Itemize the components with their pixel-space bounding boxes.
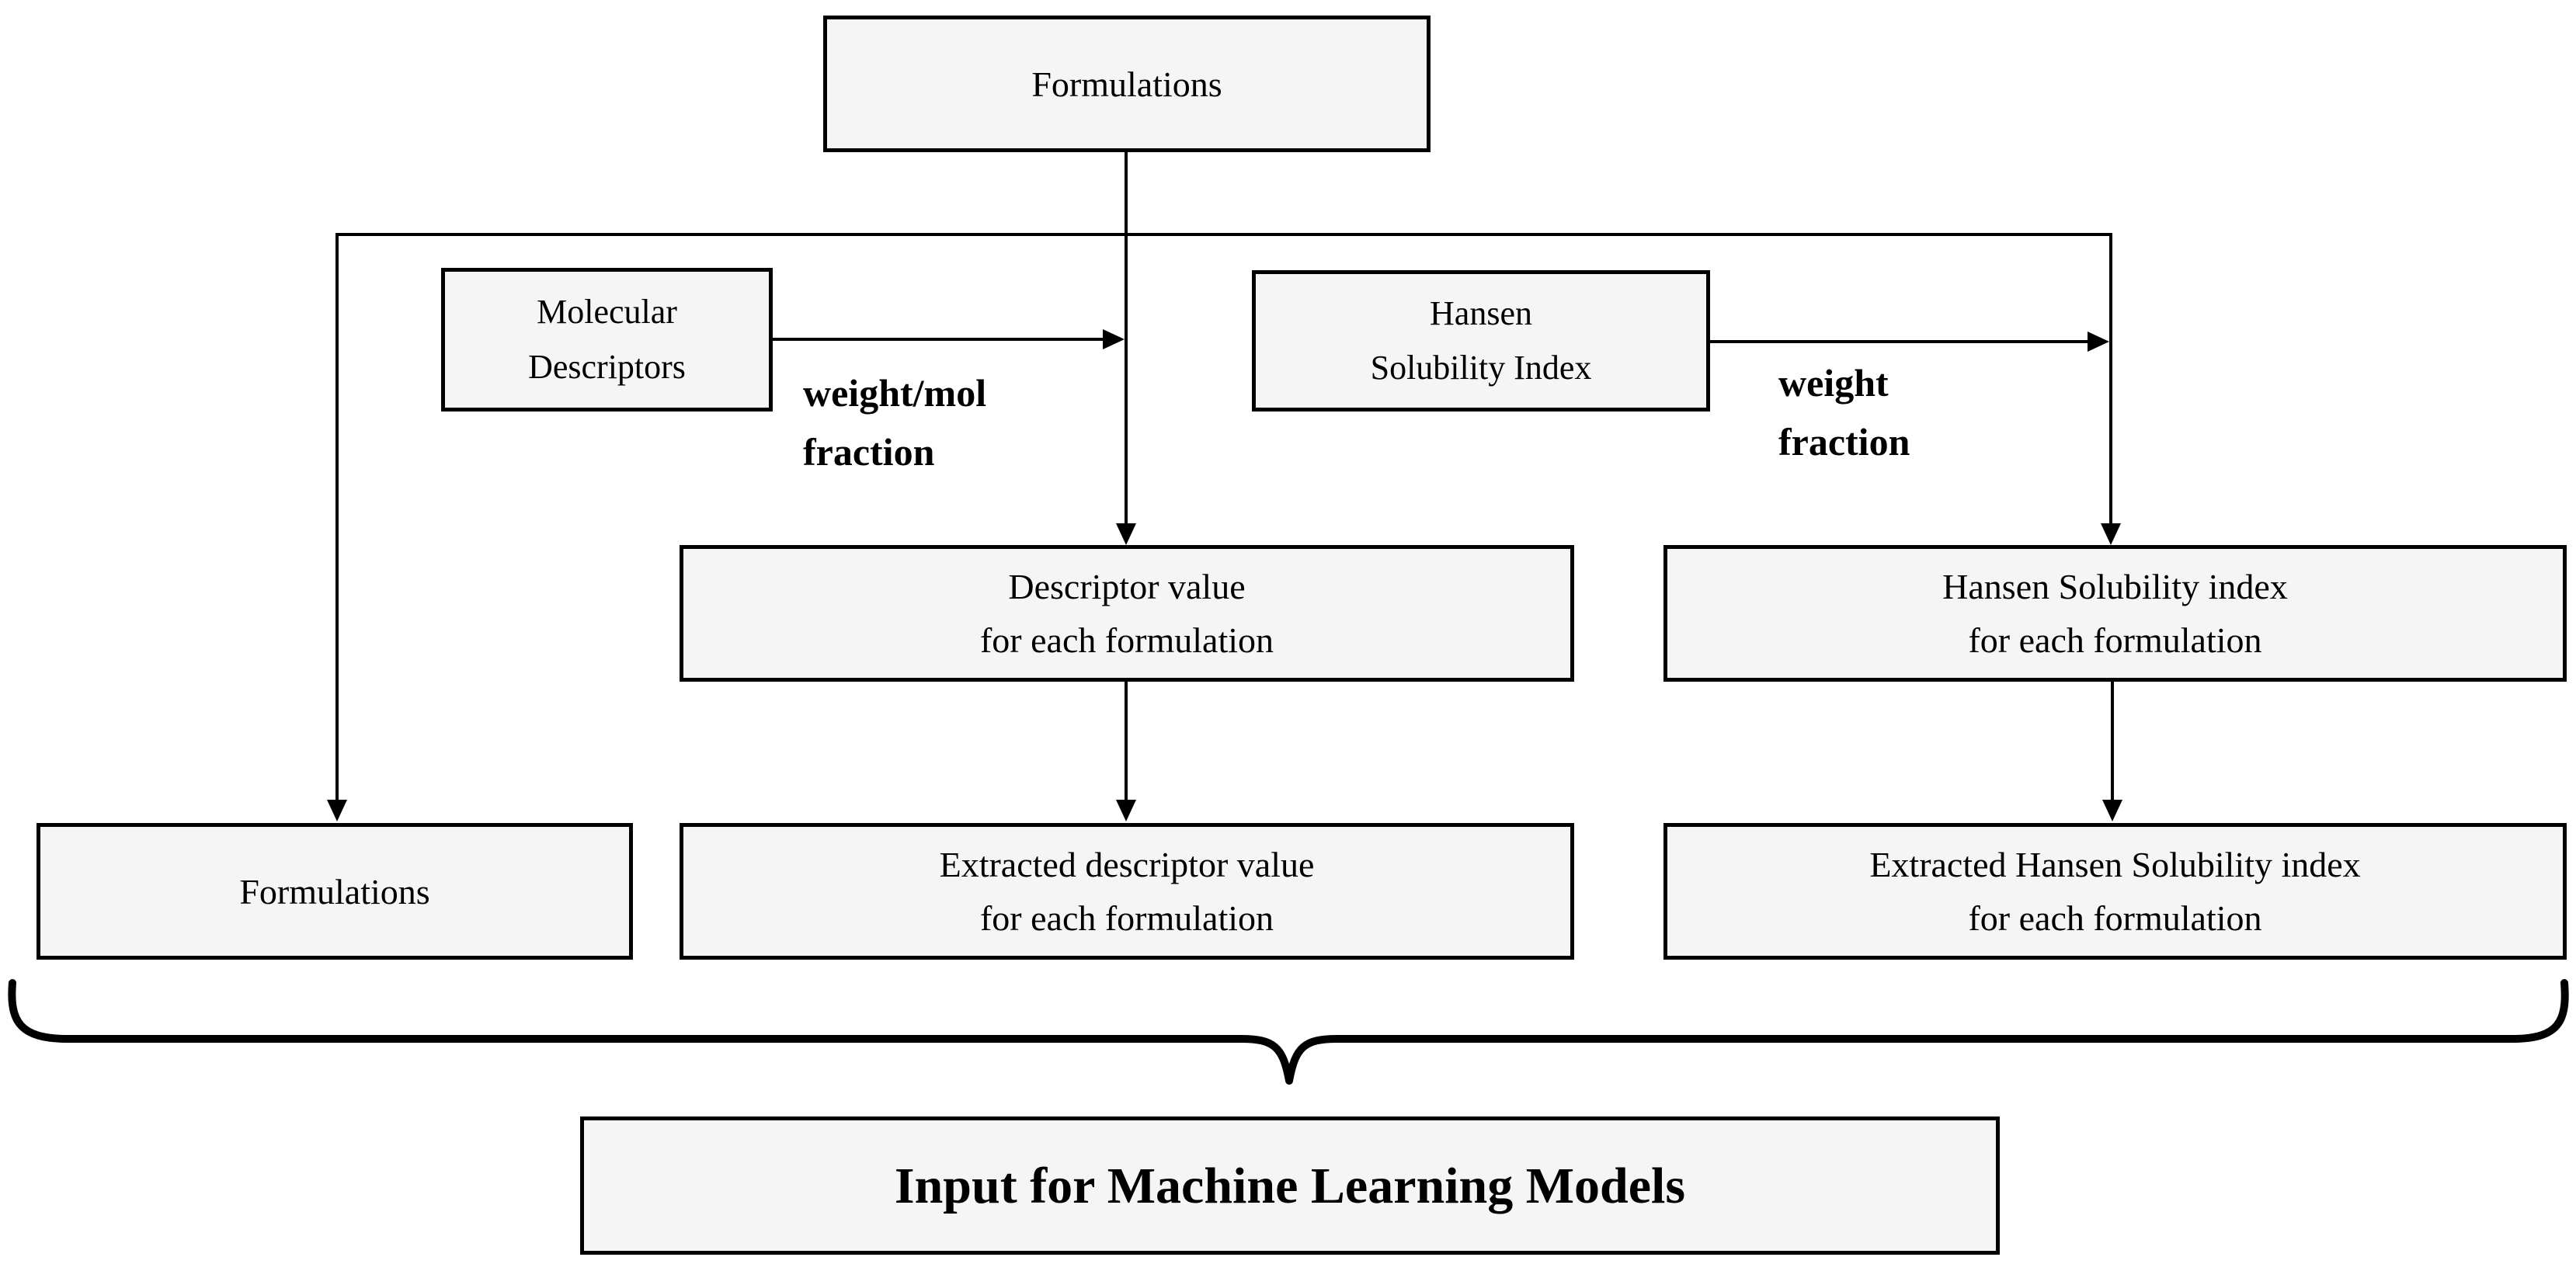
node-extracted-hansen: Extracted Hansen Solubility index for ea… — [1663, 823, 2567, 960]
node-label-line1: Hansen Solubility index — [1942, 567, 2288, 606]
node-label-line2: for each formulation — [1968, 898, 2262, 938]
arrow-hansen-value-to-extracted — [2102, 682, 2122, 821]
edge-label-weight-mol-fraction: weight/mol fraction — [803, 363, 986, 481]
gather-brace — [8, 979, 2569, 1085]
node-hansen-value: Hansen Solubility index for each formula… — [1663, 545, 2567, 682]
node-formulations-top: Formulations — [823, 16, 1431, 152]
node-label: Formulations — [239, 871, 430, 912]
arrow-hansen-index-to-flow — [1710, 332, 2109, 352]
node-label-line1: Extracted Hansen Solubility index — [1869, 845, 2361, 884]
arrow-molecular-descriptors-to-flow — [773, 329, 1125, 349]
node-label: Formulations — [1031, 64, 1222, 104]
arrow-formulations-to-descriptor-value — [1116, 151, 1136, 545]
node-label-line1: Descriptor value — [1008, 567, 1246, 606]
edge-label-line2: fraction — [803, 430, 935, 474]
node-label-line2: for each formulation — [979, 620, 1274, 660]
node-label-line1: Extracted descriptor value — [939, 845, 1315, 884]
node-label-line2: for each formulation — [1968, 620, 2262, 660]
arrow-formulations-to-formulations-bottom — [327, 233, 347, 821]
node-label-line2: for each formulation — [979, 898, 1274, 938]
node-label-line2: Solubility Index — [1370, 349, 1592, 387]
node-extracted-descriptor: Extracted descriptor value for each form… — [680, 823, 1574, 960]
edge-label-line1: weight/mol — [803, 371, 987, 415]
node-molecular-descriptors: Molecular Descriptors — [441, 268, 773, 412]
arrow-formulations-to-hansen-value — [2101, 233, 2121, 545]
edge-label-line2: fraction — [1778, 420, 1910, 464]
node-descriptor-value: Descriptor value for each formulation — [680, 545, 1574, 682]
node-label: Input for Machine Learning Models — [894, 1157, 1686, 1214]
node-hansen-solubility-index: Hansen Solubility Index — [1252, 270, 1710, 412]
node-formulations-bottom: Formulations — [37, 823, 633, 960]
node-label-line1: Hansen — [1430, 293, 1532, 332]
edge-label-weight-fraction: weight fraction — [1778, 353, 1910, 471]
node-ml-input: Input for Machine Learning Models — [580, 1116, 2000, 1255]
node-label-line1: Molecular — [537, 293, 677, 332]
edge-label-line1: weight — [1778, 361, 1889, 405]
node-label-line2: Descriptors — [528, 347, 686, 386]
arrow-descriptor-value-to-extracted — [1116, 682, 1136, 821]
